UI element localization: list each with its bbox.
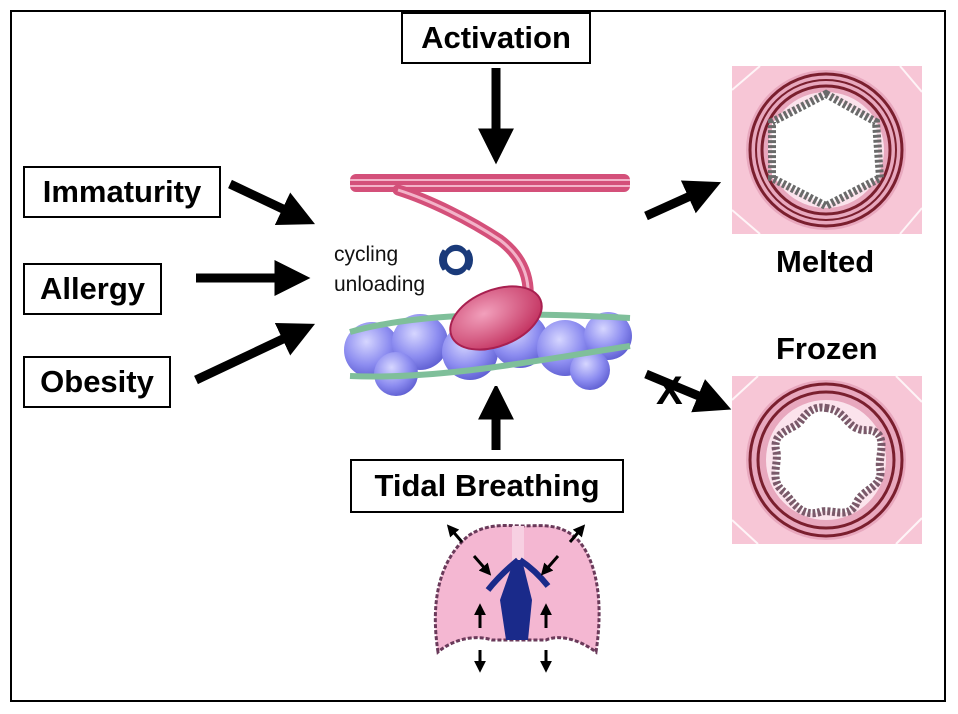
thick-filament (350, 174, 630, 192)
frozen-arrow (644, 369, 732, 413)
frozen-label: Frozen (776, 331, 878, 366)
tidal-breathing-box: Tidal Breathing (350, 459, 624, 513)
lung-illustration (433, 523, 601, 673)
activation-box: Activation (401, 12, 591, 64)
frozen-airway-image (731, 375, 923, 545)
crossbridge-illustration (344, 168, 632, 396)
diagram-frame (10, 10, 946, 702)
immaturity-label: Immaturity (42, 174, 202, 209)
cycling-text: cycling (334, 243, 399, 266)
melted-arrow (644, 180, 722, 221)
unloading-text: unloading (334, 273, 426, 296)
allergy-box: Allergy (23, 263, 162, 315)
myosin-head (449, 285, 543, 351)
allergy-label: Allergy (39, 271, 146, 306)
activation-label: Activation (421, 20, 571, 55)
cycling-icon (439, 241, 473, 279)
obesity-label: Obesity (40, 364, 154, 399)
obesity-arrow (194, 322, 316, 385)
melted-label: Melted (776, 244, 875, 279)
obesity-box: Obesity (23, 356, 171, 408)
blocked-mark: X (656, 369, 683, 413)
immaturity-box: Immaturity (23, 166, 221, 218)
tidal-breathing-label: Tidal Breathing (374, 468, 600, 503)
melted-airway-image (731, 65, 923, 235)
immaturity-arrow (228, 179, 316, 226)
